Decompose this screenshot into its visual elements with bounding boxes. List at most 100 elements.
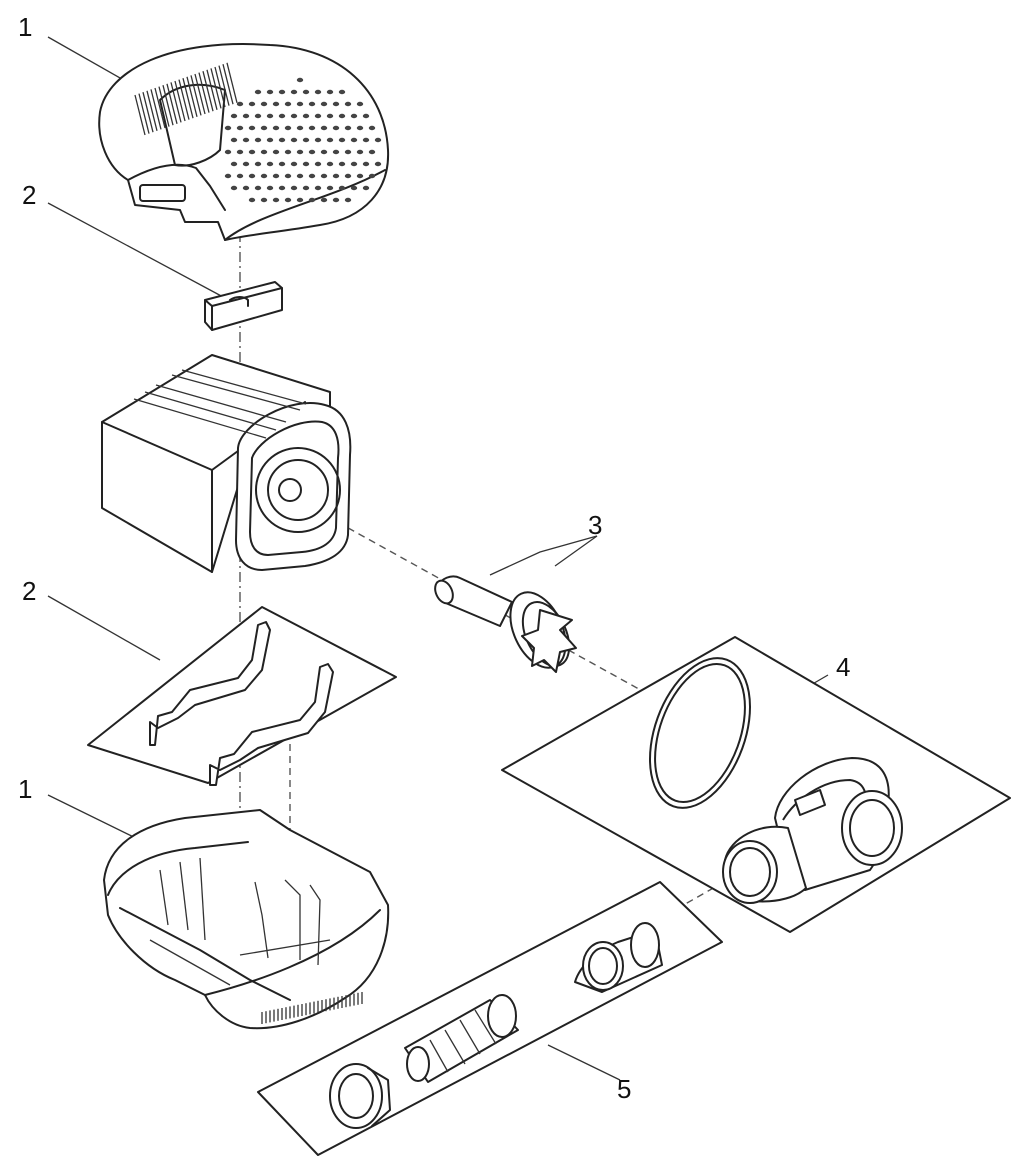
perforation-hole: [338, 161, 346, 167]
perforation-hole: [236, 173, 244, 179]
impeller: [434, 575, 577, 673]
perforation-hole: [362, 161, 370, 167]
perforation-hole: [296, 125, 304, 131]
base-grille: [261, 992, 363, 1024]
mesh-line: [214, 66, 226, 108]
perforation-hole: [308, 149, 316, 155]
perforation-hole: [272, 197, 280, 203]
perforation-hole: [248, 125, 256, 131]
mesh-line: [170, 82, 182, 123]
perforation-hole: [236, 125, 244, 131]
perforation-hole: [326, 89, 334, 95]
callout-impeller: 3: [588, 510, 603, 540]
perforation-hole: [254, 137, 262, 143]
cover-perforation: [134, 62, 382, 203]
perforation-hole: [308, 125, 316, 131]
perforation-hole: [272, 149, 280, 155]
perforation-hole: [362, 185, 370, 191]
top-foam-insert: [204, 281, 283, 331]
mesh-line: [226, 62, 238, 103]
perforation-hole: [272, 173, 280, 179]
mesh-line: [142, 92, 154, 133]
perforation-hole: [248, 101, 256, 107]
perforation-hole: [338, 89, 346, 95]
perforation-hole: [308, 173, 316, 179]
perforation-hole: [344, 149, 352, 155]
mesh-line: [158, 86, 170, 127]
perforation-hole: [302, 89, 310, 95]
perforation-hole: [260, 149, 268, 155]
perforation-hole: [248, 173, 256, 179]
top-filter-cover: [98, 43, 390, 241]
perforation-hole: [284, 173, 292, 179]
perforation-hole: [260, 125, 268, 131]
perforation-hole: [374, 137, 382, 143]
perforation-hole: [296, 101, 304, 107]
perforation-hole: [332, 149, 340, 155]
perforation-hole: [350, 161, 358, 167]
perforation-hole: [314, 185, 322, 191]
perforation-hole: [296, 173, 304, 179]
mesh-line: [146, 90, 158, 131]
perforation-hole: [254, 185, 262, 191]
perforation-hole: [356, 149, 364, 155]
perforation-hole: [302, 137, 310, 143]
perforation-hole: [356, 101, 364, 107]
perforation-hole: [236, 101, 244, 107]
perforation-hole: [332, 173, 340, 179]
perforation-hole: [320, 149, 328, 155]
perforation-hole: [350, 185, 358, 191]
callout-top-cover: 1: [18, 12, 33, 42]
perforation-hole: [284, 197, 292, 203]
callout-top-foam: 2: [22, 180, 37, 210]
mesh-line: [138, 93, 150, 134]
perforation-hole: [362, 113, 370, 119]
perforation-hole: [230, 161, 238, 167]
mesh-line: [222, 64, 234, 105]
mesh-line: [210, 68, 222, 109]
mesh-line: [202, 71, 214, 112]
callout-bottom-foams: 2: [22, 576, 37, 606]
perforation-hole: [278, 113, 286, 119]
perforation-hole: [230, 137, 238, 143]
perforation-hole: [230, 185, 238, 191]
perforation-hole: [368, 149, 376, 155]
perforation-hole: [326, 113, 334, 119]
mesh-line: [206, 69, 218, 110]
perforation-hole: [338, 137, 346, 143]
perforation-hole: [368, 125, 376, 131]
perforation-hole: [254, 89, 262, 95]
perforation-hole: [302, 161, 310, 167]
perforation-hole: [260, 173, 268, 179]
mesh-line: [198, 72, 210, 113]
mesh-line: [194, 73, 206, 115]
perforation-hole: [326, 185, 334, 191]
perforation-hole: [374, 161, 382, 167]
perforation-hole: [284, 149, 292, 155]
perforation-hole: [296, 197, 304, 203]
perforation-hole: [290, 89, 298, 95]
perforation-hole: [332, 197, 340, 203]
perforation-hole: [320, 101, 328, 107]
perforation-hole: [272, 125, 280, 131]
perforation-hole: [362, 137, 370, 143]
perforation-hole: [296, 149, 304, 155]
perforation-hole: [266, 137, 274, 143]
callout-hose-kit: 5: [617, 1074, 632, 1104]
perforation-hole: [302, 113, 310, 119]
perforation-hole: [314, 137, 322, 143]
perforation-hole: [308, 197, 316, 203]
perforation-hole: [344, 125, 352, 131]
mesh-line: [150, 89, 162, 130]
perforation-hole: [338, 185, 346, 191]
perforation-hole: [284, 125, 292, 131]
hose-connector-set: [257, 881, 723, 1156]
perforation-hole: [230, 113, 238, 119]
pump-motor-housing: [101, 354, 352, 573]
mesh-line: [182, 78, 194, 119]
perforation-hole: [242, 185, 250, 191]
perforation-hole: [332, 125, 340, 131]
perforation-hole: [278, 185, 286, 191]
